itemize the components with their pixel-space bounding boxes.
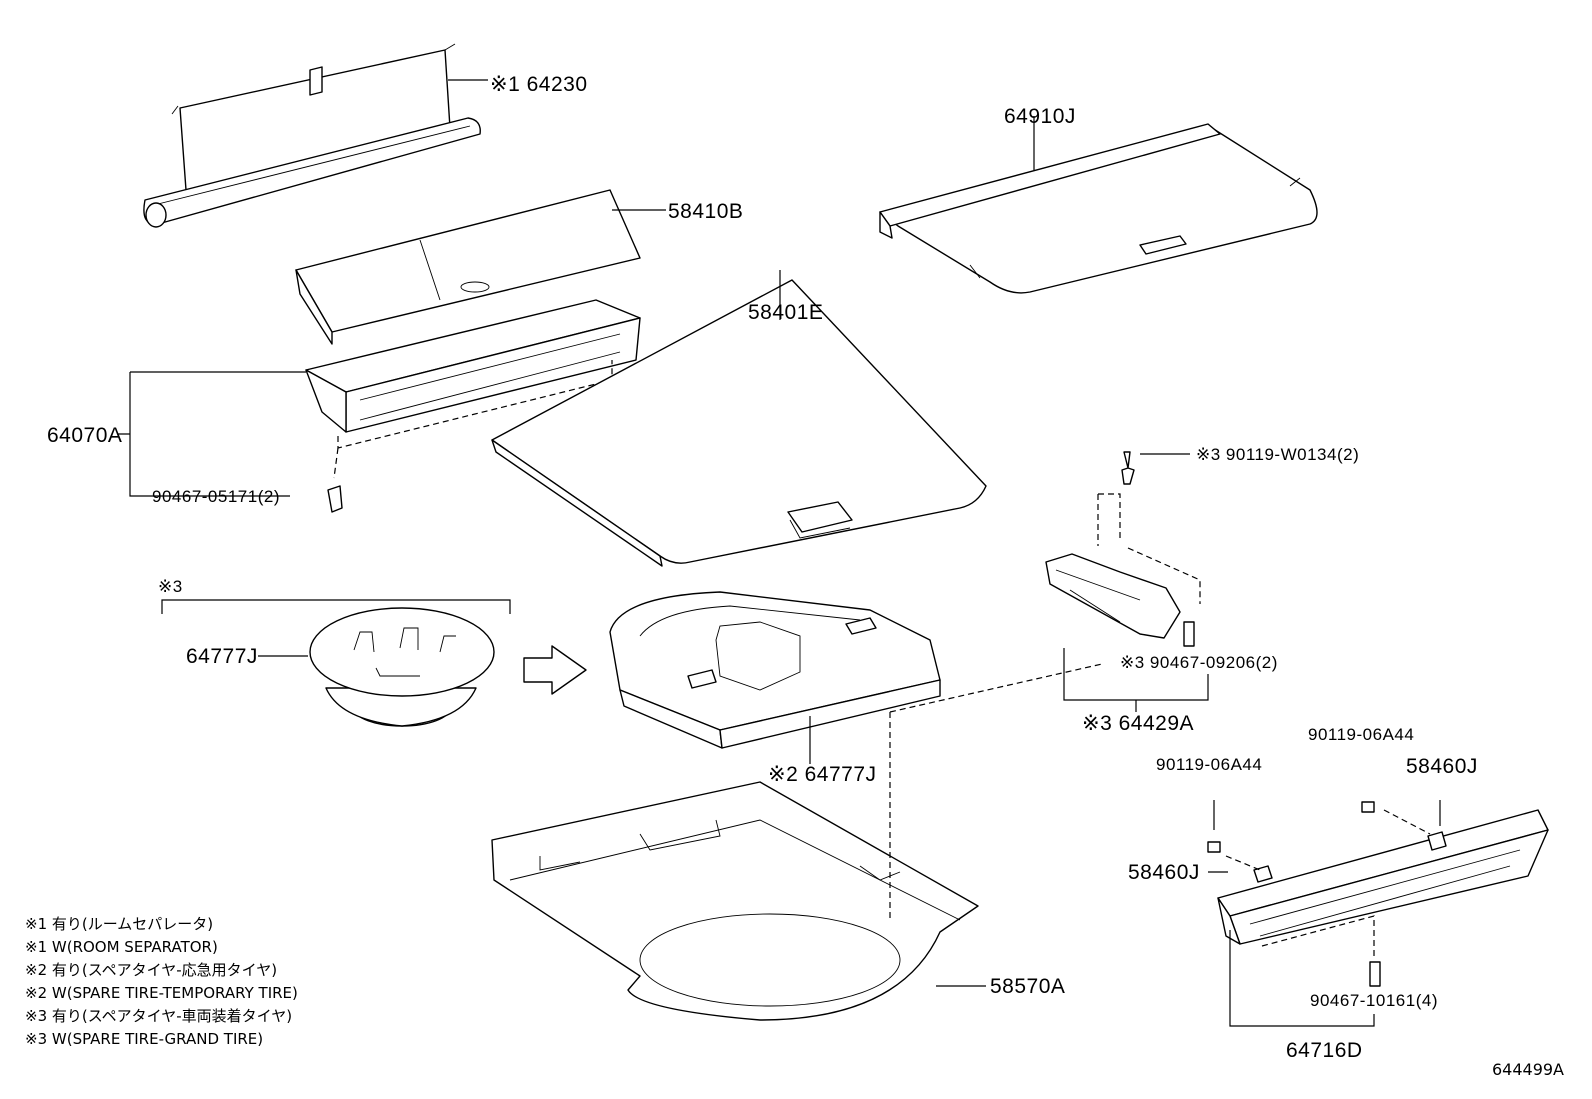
- figure-id: 644499A: [1491, 1060, 1564, 1079]
- label-58401E: 58401E: [748, 301, 824, 324]
- label-90119-W0134: ※3 90119-W0134(2): [1196, 445, 1360, 464]
- legend-line: ※2 有り(スペアタイヤ-応急用タイヤ): [25, 961, 278, 979]
- label-64070A: 64070A: [47, 424, 123, 447]
- legend: ※1 有り(ルームセパレータ) ※1 W(ROOM SEPARATOR) ※2 …: [25, 913, 298, 1051]
- legend-line: ※3 W(SPARE TIRE-GRAND TIRE): [25, 1030, 264, 1048]
- part-58410B-lid: [295, 189, 666, 345]
- part-64429A-bracket: [889, 451, 1209, 920]
- label-58410B: 58410B: [668, 200, 744, 223]
- part-64230-room-separator: [143, 43, 488, 228]
- label-90119-06A44-left: 90119-06A44: [1156, 755, 1263, 774]
- arrow: [523, 645, 587, 695]
- label-note3: ※3: [158, 577, 183, 596]
- label-64777J-center: ※2 64777J: [768, 763, 877, 786]
- part-58401E-deck-board: [491, 270, 987, 567]
- part-64777J-spacer-left: [161, 599, 511, 727]
- label-90467-10161: 90467-10161(4): [1310, 991, 1438, 1010]
- part-64716D-sill-plate: [1207, 800, 1549, 1027]
- legend-line: ※2 W(SPARE TIRE-TEMPORARY TIRE): [25, 984, 298, 1002]
- label-58460J-right: 58460J: [1406, 755, 1478, 778]
- legend-line: ※1 有り(ルームセパレータ): [25, 915, 214, 933]
- legend-line: ※3 有り(スペアタイヤ-車両装着タイヤ): [25, 1007, 293, 1025]
- label-64716D: 64716D: [1286, 1039, 1363, 1062]
- label-90119-06A44-right: 90119-06A44: [1308, 725, 1415, 744]
- label-58570A: 58570A: [990, 975, 1066, 998]
- label-64777J-left: 64777J: [186, 645, 258, 668]
- part-64910J-tonneau-cover: [879, 116, 1318, 294]
- label-58460J-left: 58460J: [1128, 861, 1200, 884]
- label-90467-05171: 90467-05171(2): [152, 487, 280, 506]
- label-90467-09206: ※3 90467-09206(2): [1120, 653, 1278, 672]
- label-64910J: 64910J: [1004, 105, 1076, 128]
- label-64230: ※1 64230: [490, 73, 588, 96]
- part-58570A-trunk-tub: [491, 781, 986, 1021]
- legend-line: ※1 W(ROOM SEPARATOR): [25, 938, 218, 956]
- part-64070A-tray: [118, 299, 641, 513]
- part-64777J-spacer-tray: [609, 591, 941, 764]
- label-64429A: ※3 64429A: [1082, 712, 1195, 735]
